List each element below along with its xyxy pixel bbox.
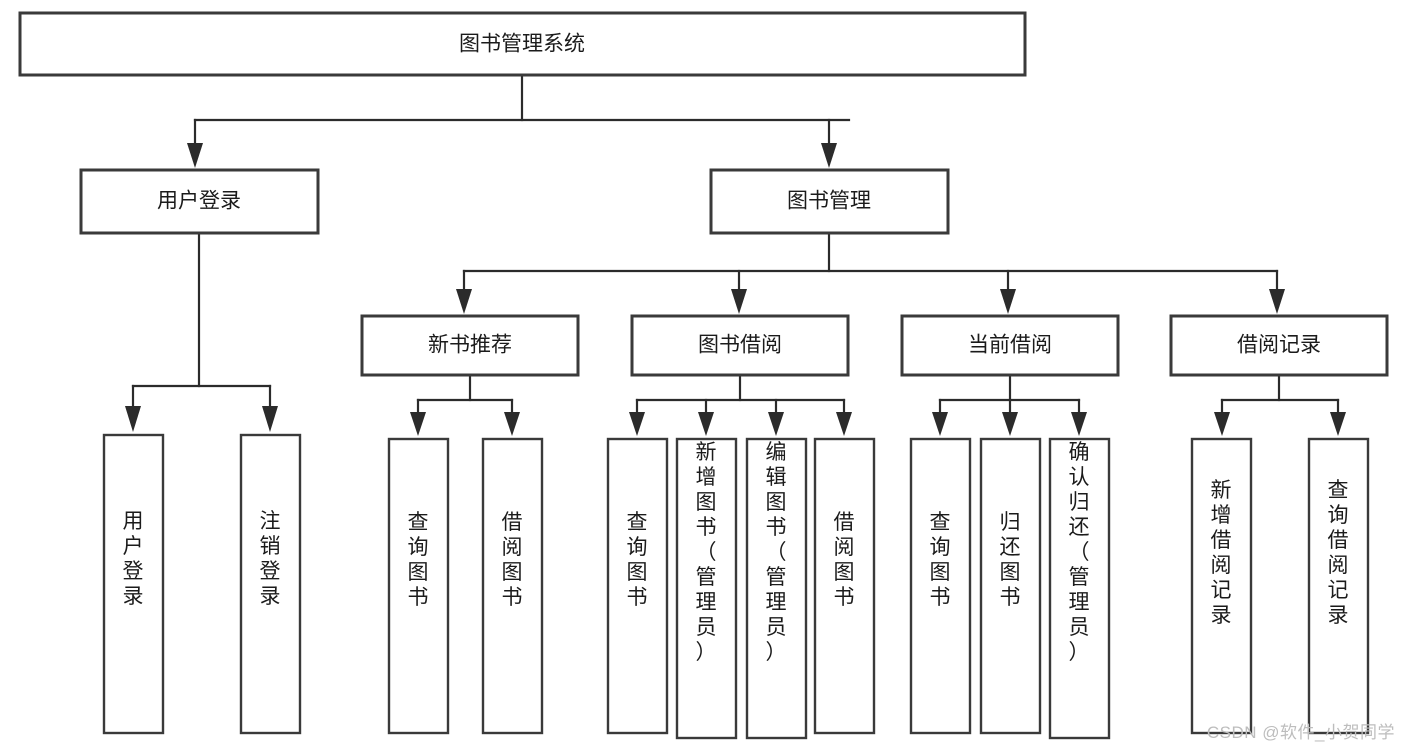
node-leaf-query-book-1-label: 查询图书 xyxy=(408,511,429,609)
node-leaf-user-logout-label: 注销登录 xyxy=(260,510,281,608)
node-leaf-edit-book-label: 编辑图书（管理员） xyxy=(766,441,787,664)
connectors-bookborrow-to-leaves xyxy=(629,373,852,436)
node-leaf-user-login[interactable]: 用户登录 xyxy=(102,433,165,735)
connectors-currentborrow-to-leaves xyxy=(932,373,1087,436)
connectors-root-to-level2 xyxy=(187,74,851,168)
node-leaf-borrow-book-1-label: 借阅图书 xyxy=(502,511,523,609)
node-new-book-recommend[interactable]: 新书推荐 xyxy=(360,314,580,377)
node-leaf-return-book-label: 归还图书 xyxy=(1000,511,1021,609)
node-book-management[interactable]: 图书管理 xyxy=(709,168,950,235)
node-current-borrow-label: 当前借阅 xyxy=(968,334,1052,357)
node-leaf-borrow-book-1[interactable]: 借阅图书 xyxy=(481,437,544,735)
node-leaf-edit-book[interactable]: 编辑图书（管理员） xyxy=(745,437,808,740)
node-leaf-query-book-3[interactable]: 查询图书 xyxy=(909,437,972,735)
node-leaf-borrow-book-2-label: 借阅图书 xyxy=(834,511,855,609)
connectors-newbook-to-leaves xyxy=(410,373,520,436)
node-leaf-confirm-return-label: 确认归还（管理员） xyxy=(1069,441,1090,664)
node-borrow-record-label: 借阅记录 xyxy=(1237,334,1321,357)
connectors-borrowrecord-to-leaves xyxy=(1214,373,1346,436)
node-user-login-label: 用户登录 xyxy=(157,190,241,213)
node-root-label: 图书管理系统 xyxy=(459,33,585,56)
node-leaf-add-book[interactable]: 新增图书（管理员） xyxy=(675,437,738,740)
csdn-watermark: CSDN @软件_小贺同学 xyxy=(1206,723,1395,742)
node-leaf-user-login-label: 用户登录 xyxy=(123,510,144,608)
node-leaf-query-record-label: 查询借阅记录 xyxy=(1328,479,1349,627)
node-leaf-user-logout[interactable]: 注销登录 xyxy=(239,433,302,735)
node-borrow-record[interactable]: 借阅记录 xyxy=(1169,314,1389,377)
node-leaf-add-book-label: 新增图书（管理员） xyxy=(696,441,717,664)
node-leaf-borrow-book-2[interactable]: 借阅图书 xyxy=(813,437,876,735)
node-book-borrow-label: 图书借阅 xyxy=(698,334,782,357)
node-user-login[interactable]: 用户登录 xyxy=(79,168,320,235)
node-new-book-recommend-label: 新书推荐 xyxy=(428,334,512,357)
connectors-bookmgmt-to-level3 xyxy=(456,231,1285,314)
node-leaf-query-book-1[interactable]: 查询图书 xyxy=(387,437,450,735)
node-leaf-add-record-label: 新增借阅记录 xyxy=(1211,479,1232,627)
node-leaf-return-book[interactable]: 归还图书 xyxy=(979,437,1042,735)
node-leaf-query-record[interactable]: 查询借阅记录 xyxy=(1307,437,1370,735)
node-root[interactable]: 图书管理系统 xyxy=(18,11,1027,77)
node-leaf-query-book-2-label: 查询图书 xyxy=(627,511,648,609)
node-leaf-query-book-2[interactable]: 查询图书 xyxy=(606,437,669,735)
node-leaf-confirm-return[interactable]: 确认归还（管理员） xyxy=(1048,437,1111,740)
node-leaf-add-record[interactable]: 新增借阅记录 xyxy=(1190,437,1253,735)
connectors-userlogin-to-leaves xyxy=(125,231,278,432)
node-current-borrow[interactable]: 当前借阅 xyxy=(900,314,1120,377)
node-book-management-label: 图书管理 xyxy=(787,190,871,213)
node-book-borrow[interactable]: 图书借阅 xyxy=(630,314,850,377)
node-leaf-query-book-3-label: 查询图书 xyxy=(930,511,951,609)
